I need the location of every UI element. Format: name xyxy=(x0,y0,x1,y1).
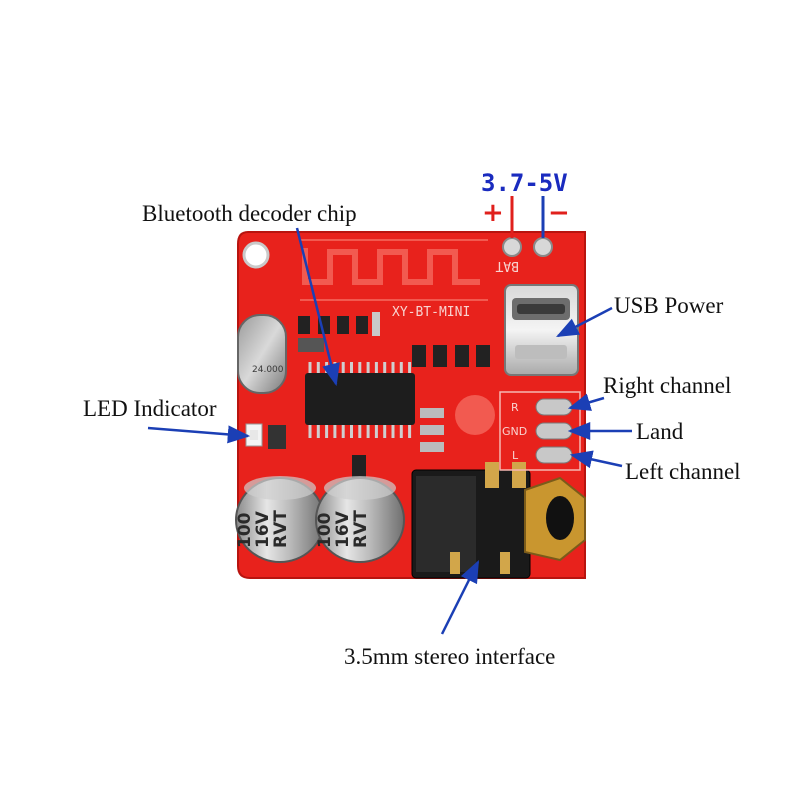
silk-bat: BAT xyxy=(495,258,519,273)
capacitor-2-marking: 100 16V RVT xyxy=(315,510,371,548)
capacitor-2 xyxy=(315,476,405,563)
cap1-voltage: 16V xyxy=(253,510,273,548)
capacitor-1-marking: 100 16V RVT xyxy=(235,510,291,548)
label-land: Land xyxy=(636,419,684,444)
minus-sign: − xyxy=(548,198,570,228)
silk-r: R xyxy=(511,401,519,414)
cap2-voltage: 16V xyxy=(333,510,353,548)
cap2-value: 100 xyxy=(315,512,335,548)
capacitor-1 xyxy=(235,476,325,563)
silk-l: L xyxy=(512,449,519,462)
left-channel-arrow xyxy=(569,450,623,469)
label-usb-power: USB Power xyxy=(614,293,724,318)
silk-model: XY-BT-MINI xyxy=(392,305,470,320)
silk-gnd: GND xyxy=(502,425,527,438)
jack-arrow xyxy=(440,559,480,635)
label-bluetooth-decoder-chip: Bluetooth decoder chip xyxy=(142,201,357,226)
cap1-series: RVT xyxy=(271,510,291,548)
cap1-value: 100 xyxy=(235,512,255,548)
led-arrow xyxy=(147,425,251,444)
plus-sign: + xyxy=(482,198,504,228)
crystal-marking: 24.000 xyxy=(252,365,284,375)
led xyxy=(245,423,263,447)
smd-components xyxy=(268,312,495,479)
antenna-trace xyxy=(302,248,480,285)
audio-output-pads xyxy=(499,391,581,471)
bt-chip-arrow xyxy=(295,227,340,387)
usb-connector xyxy=(504,284,579,376)
label-led-indicator: LED Indicator xyxy=(83,396,217,421)
right-channel-arrow xyxy=(567,393,605,411)
cap2-series: RVT xyxy=(351,510,371,548)
label-left-channel: Left channel xyxy=(625,459,741,484)
voltage-label: 3.7-5V xyxy=(481,169,568,197)
label-stereo-interface: 3.5mm stereo interface xyxy=(344,644,556,669)
mounting-hole xyxy=(242,241,270,269)
usb-arrow xyxy=(556,306,613,338)
label-right-channel: Right channel xyxy=(603,373,732,398)
audio-jack xyxy=(411,462,586,579)
crystal-oscillator xyxy=(237,314,287,394)
